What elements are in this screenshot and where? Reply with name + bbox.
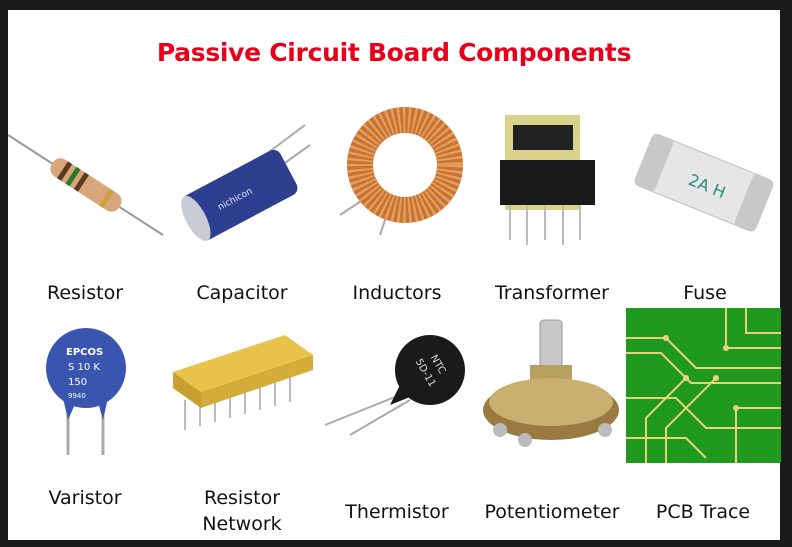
component-label: Thermistor — [345, 501, 449, 523]
page-title: Passive Circuit Board Components — [156, 38, 632, 67]
fuse-image: 2A H — [634, 134, 774, 232]
component-label: Resistor — [47, 282, 123, 304]
component-fuse: 2A H Fuse — [628, 105, 782, 315]
capacitor-image: nichicon — [181, 124, 311, 242]
component-label-line-2: Network — [202, 513, 282, 535]
varistor-code: S 10 K — [68, 362, 100, 373]
component-label: Varistor — [48, 487, 122, 509]
component-resistor: Resistor — [8, 105, 164, 315]
component-pcb-trace: PCB Trace — [626, 308, 781, 540]
resistor-image — [8, 134, 164, 236]
varistor-voltage: 150 — [68, 377, 87, 388]
varistor-date: 9940 — [68, 392, 86, 400]
component-label: Fuse — [683, 282, 727, 304]
potentiometer-image — [483, 319, 619, 447]
component-resistor-network: Resistor Network — [165, 310, 319, 540]
transformer-image — [500, 115, 595, 245]
pcb-trace-image — [626, 308, 781, 463]
thermistor-image: NTC 5D-11 — [324, 335, 465, 436]
component-label: Potentiometer — [484, 501, 620, 523]
resistor-network-image — [173, 335, 313, 430]
component-label: Capacitor — [196, 282, 288, 304]
component-label-line-1: Resistor — [204, 487, 280, 509]
component-capacitor: nichicon Capacitor — [165, 105, 319, 315]
component-potentiometer: Potentiometer — [475, 310, 629, 540]
component-label: PCB Trace — [655, 501, 751, 523]
varistor-brand: EPCOS — [66, 347, 103, 358]
component-varistor: EPCOS S 10 K 150 9940 Varistor — [8, 310, 162, 540]
component-label: Inductors — [352, 282, 442, 304]
component-transformer: Transformer — [475, 105, 629, 315]
inductor-image — [339, 107, 463, 236]
varistor-image: EPCOS S 10 K 150 9940 — [46, 328, 126, 455]
component-label: Transformer — [494, 282, 609, 304]
component-thermistor: NTC 5D-11 Thermistor — [320, 310, 474, 540]
infographic-panel: Passive Circuit Board Components Resisto… — [8, 10, 782, 540]
component-inductor: Inductors — [320, 105, 474, 315]
